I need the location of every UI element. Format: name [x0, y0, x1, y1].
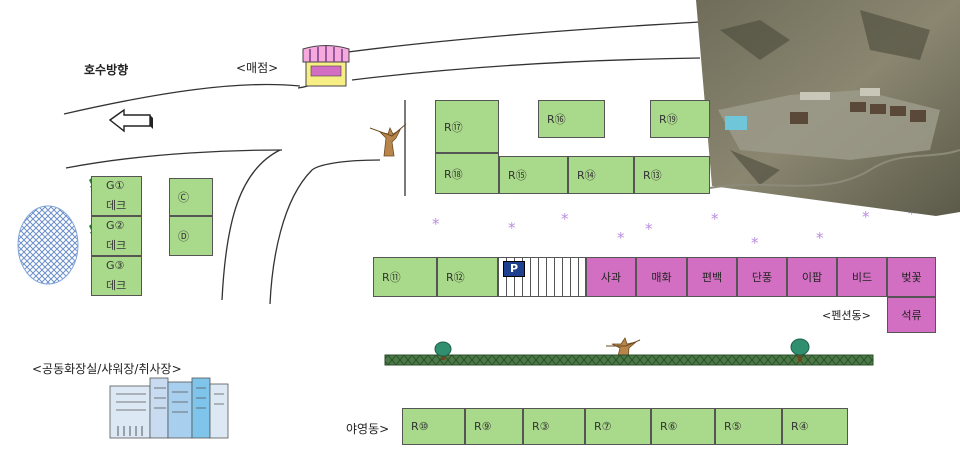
site-d[interactable]: Ⓓ: [169, 216, 213, 256]
roads: [63, 21, 701, 305]
deck-site-label: 데크: [106, 238, 127, 252]
svg-text:*: *: [432, 215, 440, 233]
site-r12[interactable]: R⑫: [437, 257, 498, 297]
deck-site-g2[interactable]: G② 데크: [91, 216, 142, 256]
pension-room-bid[interactable]: 비드: [837, 257, 887, 297]
parking-icon: P: [503, 261, 525, 277]
store-label: <매점>: [236, 61, 279, 75]
arrow-left-icon: [108, 108, 153, 133]
pension-building-label: <펜션동>: [822, 309, 871, 322]
pension-room-pyeonbaek[interactable]: 편백: [687, 257, 737, 297]
deck-site-g1[interactable]: G① 데크: [91, 176, 142, 216]
bush-icon: [434, 341, 452, 360]
deck-site-id: G③: [106, 259, 125, 273]
common-facilities-label: <공동화장실/샤워장/취사장>: [32, 362, 182, 376]
deck-site-g3[interactable]: G③ 데크: [91, 256, 142, 296]
site-c[interactable]: Ⓒ: [169, 178, 213, 216]
site-r19[interactable]: R⑲: [650, 100, 710, 138]
svg-text:*: *: [617, 229, 625, 247]
deck-site-id: G①: [106, 179, 125, 193]
pension-room-apple[interactable]: 사과: [586, 257, 636, 297]
pension-room-maehwa[interactable]: 매화: [636, 257, 687, 297]
site-r6[interactable]: R⑥: [651, 408, 715, 445]
deck-site-label: 데크: [106, 278, 127, 292]
svg-text:*: *: [908, 205, 916, 223]
svg-text:*: *: [751, 234, 759, 252]
svg-text:*: *: [561, 210, 569, 228]
lake: [17, 205, 79, 285]
site-r17[interactable]: R⑰: [435, 100, 499, 153]
site-r9-lower[interactable]: R⑨: [465, 408, 523, 445]
svg-text:*: *: [862, 208, 870, 226]
bush-icon: [790, 338, 810, 362]
site-r13[interactable]: R⑬: [634, 156, 710, 194]
pension-room-ipap[interactable]: 이팝: [787, 257, 837, 297]
site-r14[interactable]: R⑭: [568, 156, 634, 194]
site-r18[interactable]: R⑱: [435, 153, 499, 194]
pension-room-danpung[interactable]: 단풍: [737, 257, 787, 297]
lake-direction-label: 호수방향: [84, 63, 129, 77]
pension-room-seokryu[interactable]: 석류: [887, 297, 936, 333]
aerial-photo: [696, 0, 960, 216]
deck-site-label: 데크: [106, 198, 127, 212]
parking-area: P: [498, 257, 586, 297]
tree-icon: [606, 337, 641, 361]
svg-text:*: *: [711, 210, 719, 228]
building-icon: [109, 377, 229, 439]
flower-markers: * * * * * * * * * *: [432, 205, 916, 252]
camping-building-label: 야영동>: [346, 422, 390, 436]
site-r7[interactable]: R⑦: [585, 408, 651, 445]
svg-text:*: *: [645, 220, 653, 238]
site-r3[interactable]: R③: [523, 408, 585, 445]
site-r11[interactable]: R⑪: [373, 257, 437, 297]
site-r16[interactable]: R⑯: [538, 100, 605, 138]
pension-room-beotkkot[interactable]: 벚꽃: [887, 257, 936, 297]
site-r10[interactable]: R⑩: [402, 408, 465, 445]
tree-icon: [369, 123, 407, 157]
site-r5[interactable]: R⑤: [715, 408, 782, 445]
svg-text:*: *: [508, 219, 516, 237]
hedge: [384, 354, 874, 366]
site-r15[interactable]: R⑮: [499, 156, 568, 194]
site-r4[interactable]: R④: [782, 408, 848, 445]
deck-site-id: G②: [106, 219, 125, 233]
svg-text:*: *: [816, 229, 824, 247]
store-icon: [302, 45, 350, 87]
